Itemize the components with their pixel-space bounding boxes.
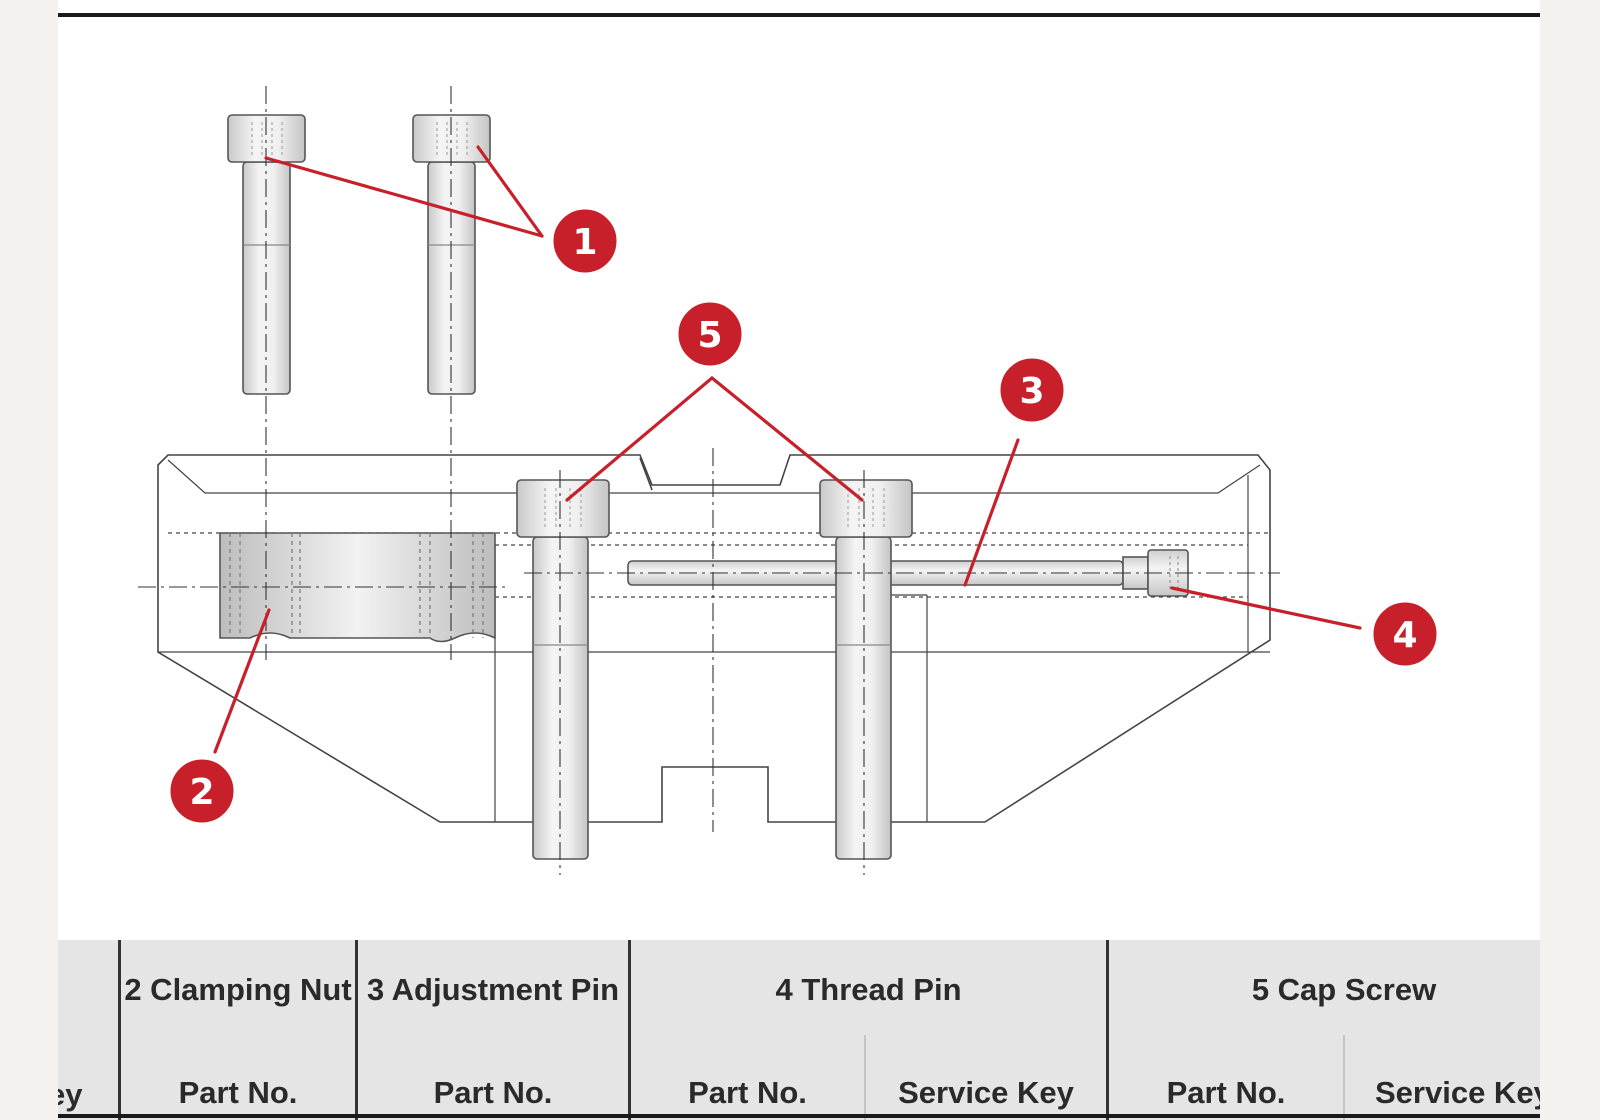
divider	[1106, 940, 1109, 1120]
technical-drawing: 1 2 3 4 5	[138, 86, 1440, 875]
divider	[355, 940, 358, 1120]
callout-2: 2	[167, 756, 237, 826]
clamping-nut-header: 2 Clamping Nut	[124, 972, 352, 1007]
callout-1: 1	[550, 206, 620, 276]
table-bottom-rule	[58, 1114, 1540, 1118]
callout-2-label: 2	[189, 772, 214, 813]
callout-4: 4	[1370, 599, 1440, 669]
callout-3: 3	[997, 355, 1067, 425]
cap-screw-part-no: Part No.	[1166, 1075, 1286, 1110]
leader-lines	[213, 145, 1362, 754]
top-rule	[58, 13, 1540, 17]
subdivider	[1343, 1035, 1345, 1120]
cap-screw-header: 5 Cap Screw	[1251, 972, 1437, 1007]
adjustment-pin-part-no: Part No.	[433, 1075, 553, 1110]
thread-pin-part-no: Part No.	[688, 1075, 807, 1110]
parts-table-header: ey 2 Clamping Nut Part No. 3 Adjustment …	[58, 940, 1540, 1120]
adjustment-pin-header: 3 Adjustment Pin	[366, 972, 620, 1007]
center-lines	[138, 86, 1280, 875]
thread-pin-service-key: Service Key	[898, 1075, 1074, 1110]
callout-5: 5	[675, 299, 745, 369]
subdivider	[864, 1035, 866, 1120]
divider	[628, 940, 631, 1120]
divider	[118, 940, 121, 1120]
cap-screw-service-key: Service Key	[1375, 1075, 1540, 1110]
callout-1-label: 1	[572, 222, 597, 263]
col-partial-subheader: ey	[58, 1077, 83, 1112]
callout-3-label: 3	[1019, 371, 1044, 412]
callout-5-label: 5	[697, 315, 722, 356]
callout-4-label: 4	[1392, 615, 1417, 656]
clamping-nut-part-no: Part No.	[178, 1075, 298, 1110]
thread-pin-header: 4 Thread Pin	[775, 972, 962, 1007]
